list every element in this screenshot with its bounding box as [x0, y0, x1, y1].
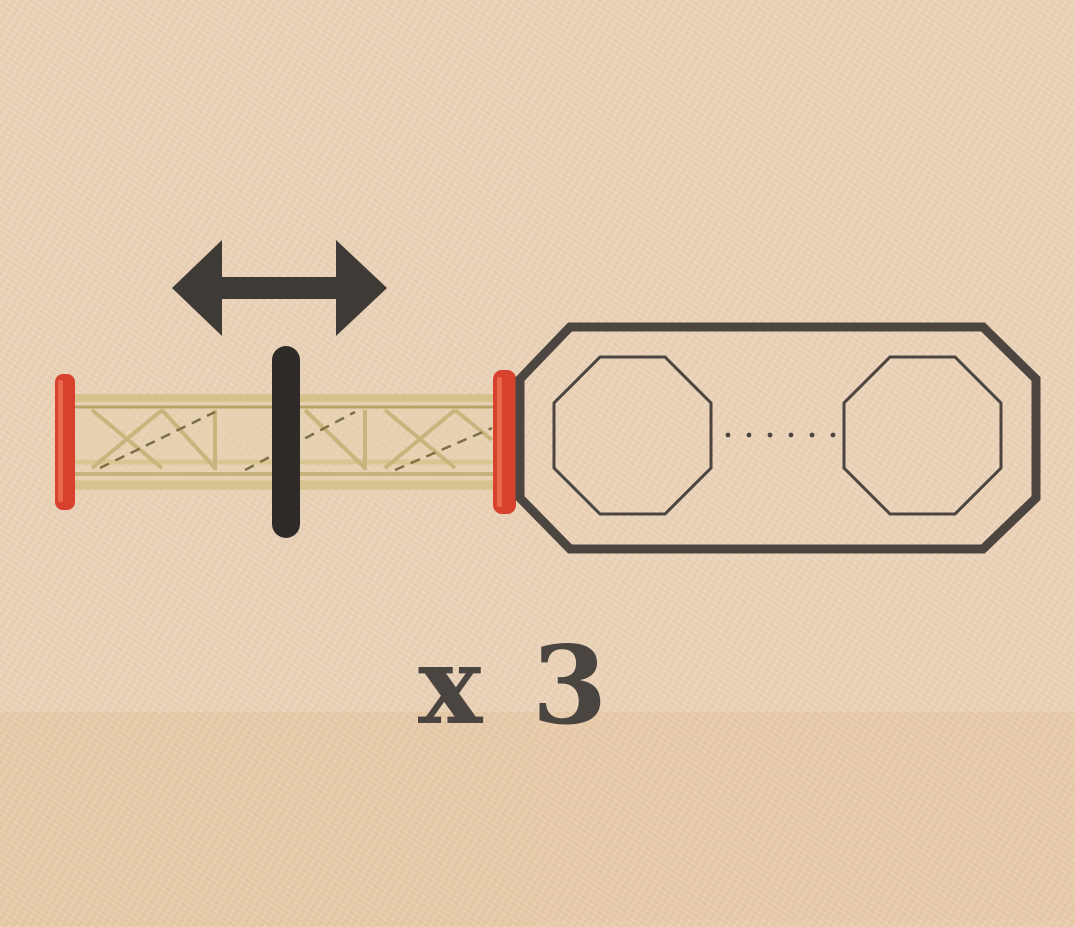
quantity-multiplier: x 3 — [418, 623, 614, 749]
double-headed-arrow-icon — [172, 240, 387, 336]
background-panel-bottom-left — [0, 712, 537, 927]
red-end-cap-icon — [55, 370, 516, 514]
platform-with-two-octagons-icon — [515, 322, 1041, 554]
octagon-right — [842, 355, 1003, 516]
dotted-connector — [725, 432, 836, 438]
slider-ring-icon — [272, 346, 300, 538]
background-panel-bottom-right — [537, 712, 1075, 927]
background-panel-top-left — [0, 0, 537, 712]
octagon-left — [552, 355, 713, 516]
